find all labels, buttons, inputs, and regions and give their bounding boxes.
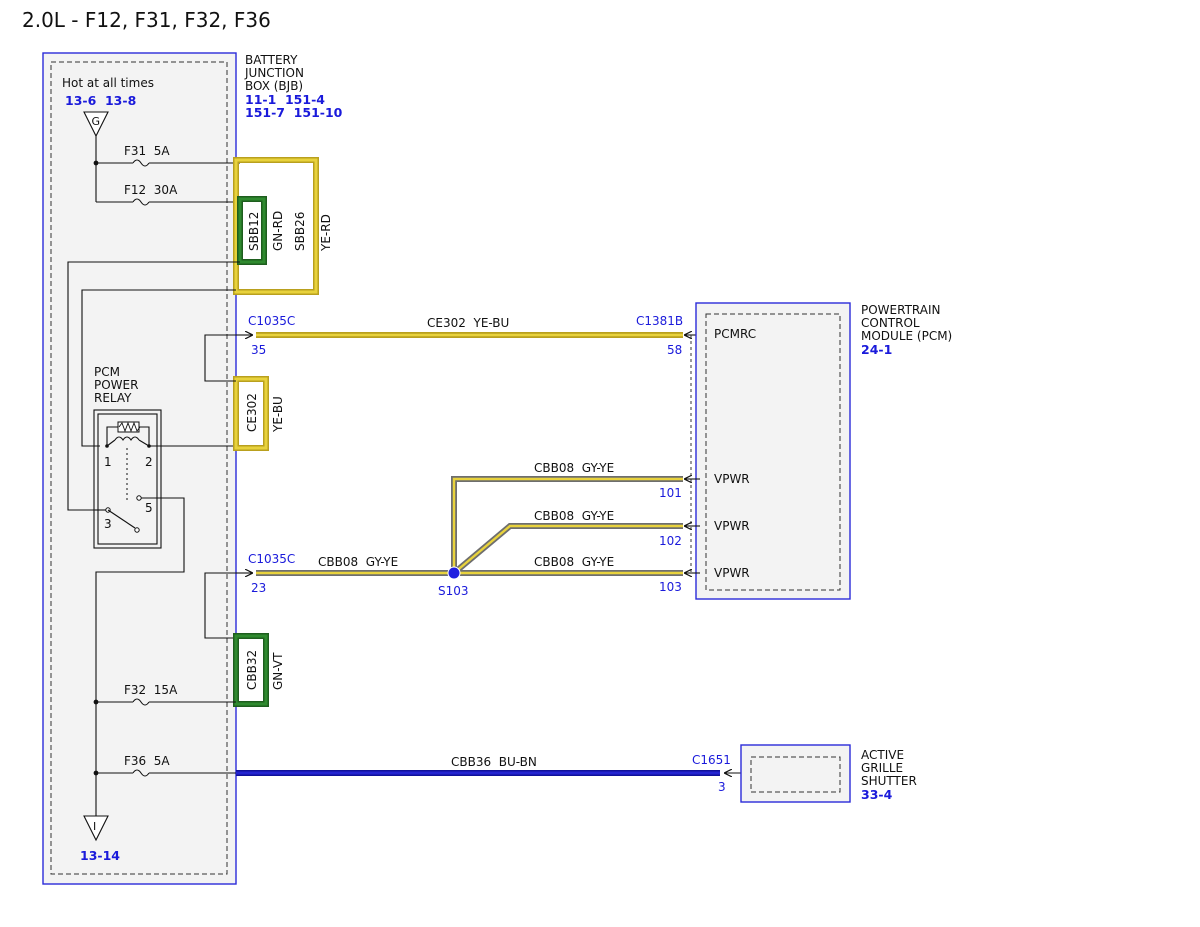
fuse-f31-icon xyxy=(132,159,150,167)
bjb-box xyxy=(42,52,237,885)
fuse-f31-label: F31 5A xyxy=(124,144,170,158)
pcm-pin-102: 102 xyxy=(659,534,682,548)
wire-sbb26-to-relay-pin1 xyxy=(81,289,236,447)
relay-pin-3: 3 xyxy=(104,517,112,531)
ground-g-icon: G xyxy=(83,111,109,138)
pcm-box xyxy=(695,302,851,600)
wire-cbb08-mid-label: CBB08 GY-YE xyxy=(534,509,614,523)
pcm-pin-vpwr-3: VPWR xyxy=(714,566,750,580)
relay-coil-icon xyxy=(114,436,140,441)
pcm-ref-link[interactable]: 24-1 xyxy=(861,342,892,357)
bjb-label: BATTERY JUNCTION BOX (BJB) 11-1 151-4 15… xyxy=(244,53,343,120)
hot-at-all-times-label: Hot at all times xyxy=(62,76,154,90)
shutter-label-line-3: SHUTTER xyxy=(861,774,917,788)
shutter-label: ACTIVE GRILLE SHUTTER 33-4 xyxy=(861,748,917,802)
pcm-pin-vpwr-1: VPWR xyxy=(714,472,750,486)
pcm-label-line-1: POWERTRAIN xyxy=(861,303,941,317)
connector-c1035c-b-pin: 23 xyxy=(251,581,266,595)
wire-cbb08-group[interactable] xyxy=(256,476,683,576)
wire-ce302-loop xyxy=(204,334,236,382)
wire-cbb08-bot-label: CBB08 GY-YE xyxy=(534,555,614,569)
connector-c1381b-pin: 58 xyxy=(667,343,682,357)
relay-label-line-1: PCM xyxy=(94,365,120,379)
ground-i-ref-link[interactable]: 13-14 xyxy=(80,848,120,863)
cbb32-color-label: GN-VT xyxy=(271,652,285,690)
diagram-title: 2.0L - F12, F31, F32, F36 xyxy=(22,8,271,32)
sbb26-label: SBB26 xyxy=(293,212,307,251)
wire-ce302-label: CE302 YE-BU xyxy=(427,316,509,330)
splice-s103-label: S103 xyxy=(438,584,469,598)
pcm-pin-vpwr-2: VPWR xyxy=(714,519,750,533)
fuse-f12-icon xyxy=(132,198,150,206)
relay-label-line-3: RELAY xyxy=(94,391,132,405)
wire-cbb08-left-label: CBB08 GY-YE xyxy=(318,555,398,569)
bjb-inner-dashed xyxy=(50,61,228,875)
fuse-f12-label: F12 30A xyxy=(124,183,178,197)
fuse-f36-label: F36 5A xyxy=(124,754,170,768)
shutter-ref-link[interactable]: 33-4 xyxy=(861,787,893,802)
fuse-f32-icon xyxy=(132,698,150,706)
splice-ce302[interactable] xyxy=(233,376,269,451)
hot-ref-links[interactable]: 13-6 13-8 xyxy=(65,93,136,108)
wire-cbb36-label: CBB36 BU-BN xyxy=(451,755,537,769)
relay-resistor-icon xyxy=(118,421,141,433)
splice-sbb26[interactable] xyxy=(233,157,319,295)
shutter-box xyxy=(740,744,851,803)
ce302-label: CE302 xyxy=(245,393,259,432)
relay-pin-1: 1 xyxy=(104,455,112,469)
cbb32-label: CBB32 xyxy=(245,650,259,690)
splice-s103-dot[interactable] xyxy=(447,566,461,580)
sbb12-color-label: GN-RD xyxy=(271,211,285,251)
ce302-color-label: YE-BU xyxy=(271,396,285,433)
shutter-inner-dashed xyxy=(750,756,841,793)
bjb-label-line-3: BOX (BJB) xyxy=(245,79,303,93)
pcm-pin-103: 103 xyxy=(659,580,682,594)
wire-cbb32-loop xyxy=(204,572,236,639)
shutter-label-line-2: GRILLE xyxy=(861,761,903,775)
ground-i-letter: I xyxy=(93,820,96,833)
relay-switch-arm xyxy=(107,509,136,529)
pcm-label: POWERTRAIN CONTROL MODULE (PCM) 24-1 xyxy=(861,303,952,357)
connector-c1035c-b: C1035C xyxy=(248,552,295,566)
relay-pin-5: 5 xyxy=(145,501,153,515)
splice-sbb12[interactable] xyxy=(237,196,267,265)
wire-cbb08-top-label: CBB08 GY-YE xyxy=(534,461,614,475)
wire-relay-pin5-to-bus xyxy=(95,497,185,816)
bjb-label-line-2: JUNCTION xyxy=(244,66,304,80)
wire-sbb12-to-relay-pin3 xyxy=(67,261,240,511)
connector-c1651: C1651 xyxy=(692,753,731,767)
bjb-label-line-1: BATTERY xyxy=(245,53,298,67)
fuse-f32-label: F32 15A xyxy=(124,683,178,697)
shutter-label-line-1: ACTIVE xyxy=(861,748,904,762)
connector-c1035c-a: C1035C xyxy=(248,314,295,328)
connector-c1381b: C1381B xyxy=(636,314,683,328)
pcm-label-line-2: CONTROL xyxy=(861,316,920,330)
connector-c1651-pin: 3 xyxy=(718,780,726,794)
ground-i-icon: I xyxy=(83,815,109,842)
splice-cbb32[interactable] xyxy=(233,633,269,707)
relay-pin-2: 2 xyxy=(145,455,153,469)
sbb26-color-label: YE-RD xyxy=(319,214,333,252)
relay-label-line-2: POWER xyxy=(94,378,138,392)
pcm-power-relay: PCM POWER RELAY 1 2 3 5 xyxy=(93,365,162,549)
pcm-pin-pcmrc: PCMRC xyxy=(714,327,756,341)
pcm-pin-101: 101 xyxy=(659,486,682,500)
bjb-ref-link-1[interactable]: 11-1 151-4 xyxy=(245,92,325,107)
pcm-inner-dashed xyxy=(705,313,841,591)
connector-c1035c-a-pin: 35 xyxy=(251,343,266,357)
sbb12-label: SBB12 xyxy=(247,212,261,251)
fuse-f36-icon xyxy=(132,769,150,777)
pcm-label-line-3: MODULE (PCM) xyxy=(861,329,952,343)
ground-g-letter: G xyxy=(92,115,101,128)
bjb-ref-link-2[interactable]: 151-7 151-10 xyxy=(245,105,343,120)
